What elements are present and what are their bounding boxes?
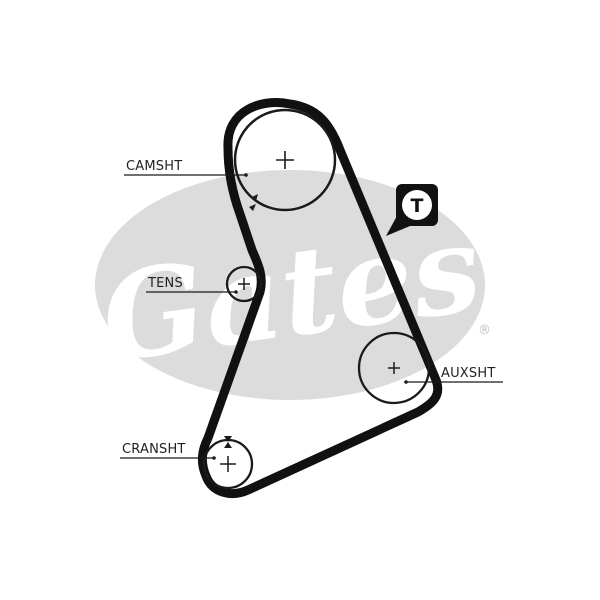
- tension-badge-circle: [402, 190, 432, 220]
- camshaft-center-mark: [276, 151, 294, 169]
- tension-badge-pointer: [386, 214, 410, 236]
- tensioner-center-mark: [238, 278, 250, 290]
- camshaft-pulley: [233, 108, 337, 212]
- crankshaft-label: CRANSHT: [122, 442, 186, 457]
- tensioner-pulley: [225, 265, 263, 303]
- auxshaft-center-mark: [388, 362, 400, 374]
- crankshaft-pulley: [202, 436, 254, 490]
- timing-belt: [197, 98, 443, 498]
- leader-lines: [120, 173, 503, 460]
- tension-badge-letter: T: [411, 195, 424, 217]
- registered-mark: ®: [478, 323, 491, 338]
- camshaft-timing-mark-2: [249, 204, 256, 211]
- watermark-ellipse: [95, 170, 485, 400]
- tension-badge: T: [386, 184, 438, 236]
- crankshaft-timing-mark-2: [224, 442, 232, 448]
- auxshaft-label: AUXSHT: [441, 366, 495, 381]
- camshaft-timing-mark: [252, 194, 258, 201]
- tensioner-label: TENS: [147, 276, 183, 291]
- crankshaft-center-mark: [220, 456, 236, 472]
- camshaft-label: CAMSHT: [126, 159, 182, 174]
- auxshaft-pulley: [357, 331, 431, 405]
- crankshaft-timing-mark: [224, 436, 232, 442]
